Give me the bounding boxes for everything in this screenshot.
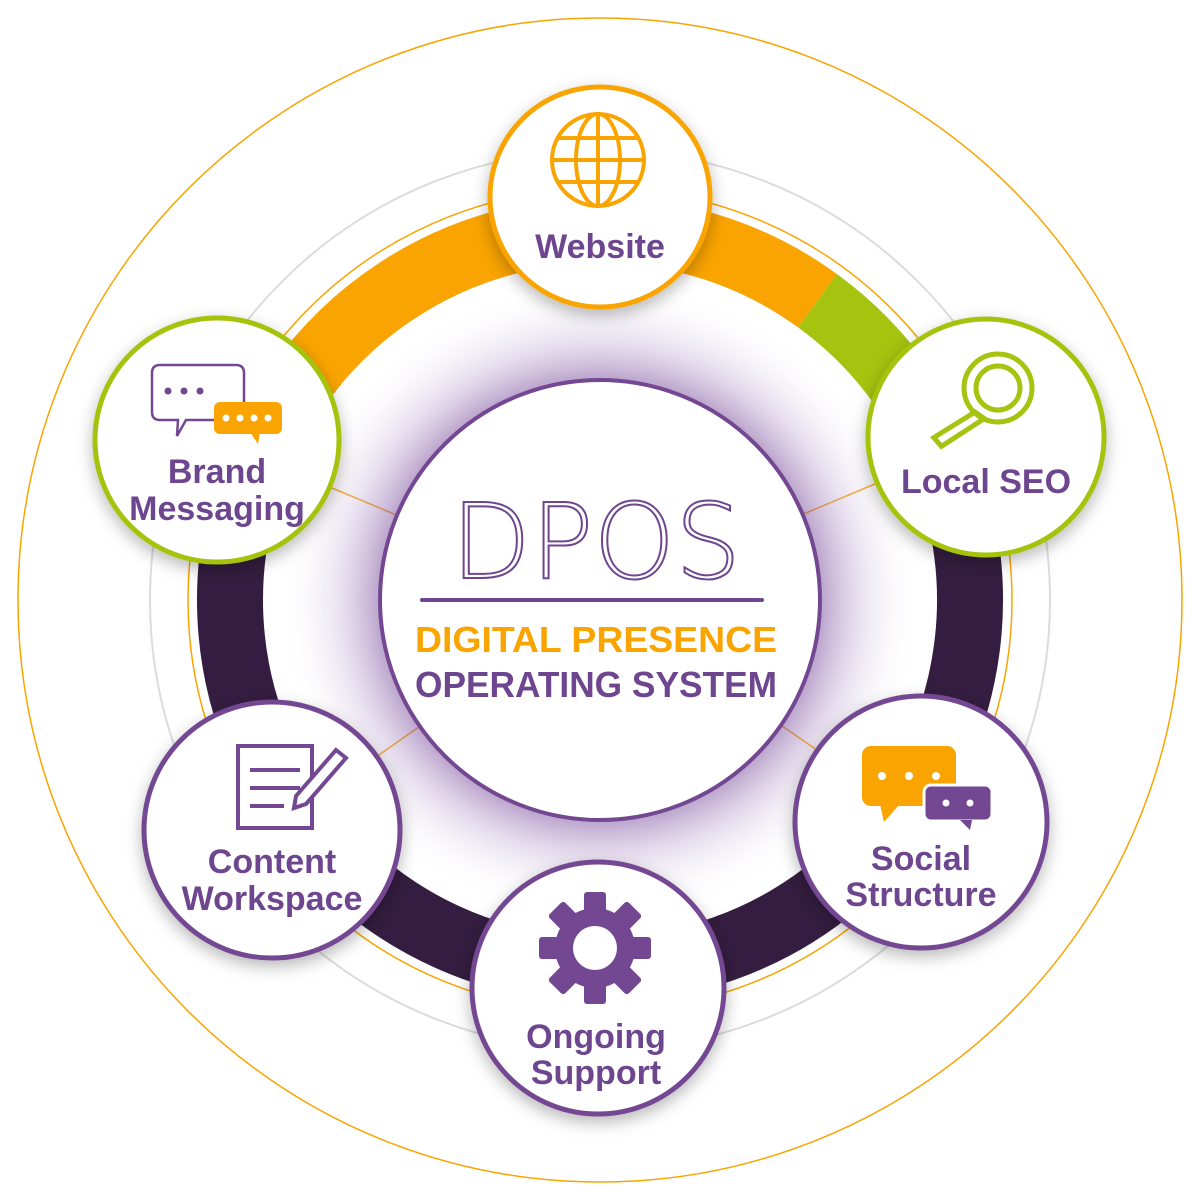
chat-bubbles-icon: [862, 746, 994, 830]
gear-icon: [539, 892, 651, 1004]
node-ongoing-support[interactable]: Ongoing Support: [469, 859, 727, 1117]
node-brand-messaging[interactable]: Brand Messaging: [92, 315, 342, 565]
node-label: Structure: [845, 876, 996, 914]
node-label: Support: [531, 1054, 661, 1092]
node-label: Local SEO: [901, 463, 1071, 501]
center-acronym: DPOS: [451, 481, 741, 603]
outer-orbit-ring: [17, 17, 1183, 1183]
node-label: Social: [871, 840, 971, 878]
node-label: Content: [208, 843, 336, 881]
node-content-workspace[interactable]: Content Workspace: [141, 699, 403, 961]
node-label: Ongoing: [526, 1018, 666, 1056]
node-label: Messaging: [129, 490, 305, 528]
node-website[interactable]: Website: [487, 84, 713, 310]
globe-icon: [550, 112, 646, 208]
message-bubbles-icon: [150, 363, 282, 444]
node-label: Workspace: [182, 880, 363, 918]
document-pen-icon: [236, 744, 349, 830]
center-line1: DIGITAL PRESENCE: [415, 619, 777, 660]
node-social-structure[interactable]: Social Structure: [792, 693, 1050, 951]
node-label: Brand: [168, 453, 266, 491]
center-line2: OPERATING SYSTEM: [415, 664, 777, 705]
magnifier-icon: [929, 351, 1035, 450]
node-local-seo[interactable]: Local SEO: [865, 316, 1107, 558]
node-label: Website: [535, 228, 665, 266]
